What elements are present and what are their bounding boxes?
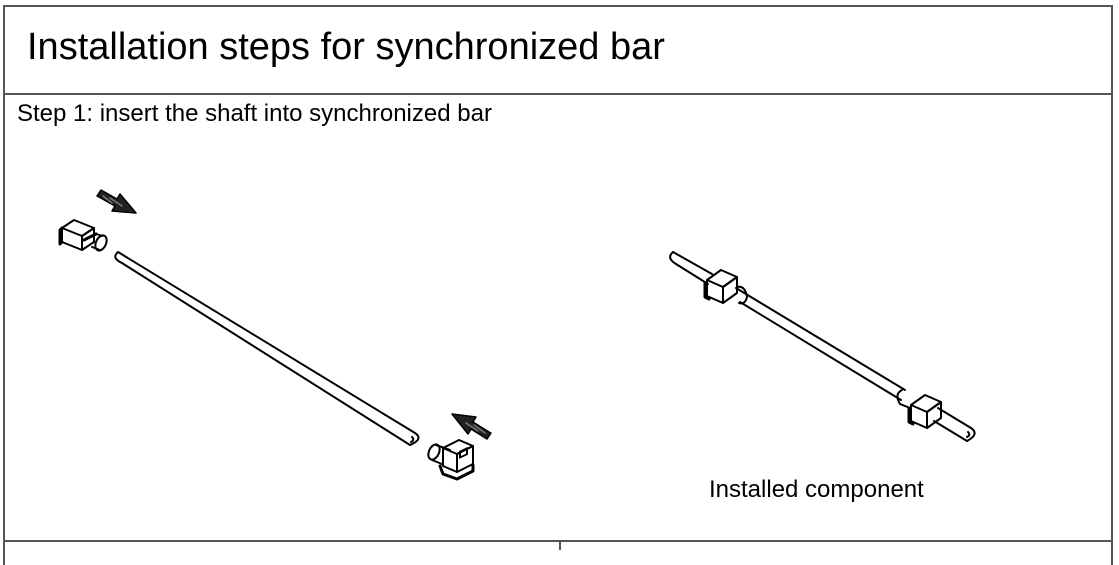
step-1-illustration (58, 189, 976, 481)
title-header: Installation steps for synchronized bar (5, 7, 1111, 95)
installed-shaft (669, 251, 976, 442)
installed-bushing-top (703, 269, 748, 305)
bushing-right (427, 439, 475, 481)
step-1-label: Step 1: insert the shaft into synchroniz… (17, 100, 492, 127)
bottom-column-divider (559, 540, 561, 550)
document-frame: Installation steps for synchronized bar (3, 5, 1113, 565)
installed-view (669, 251, 976, 442)
page-title: Installation steps for synchronized bar (27, 26, 665, 68)
insert-arrow-left (96, 189, 137, 214)
bottom-row-divider (3, 540, 1113, 542)
insert-arrow-right (451, 413, 492, 440)
bushing-left (58, 219, 108, 252)
installed-component-caption: Installed component (709, 476, 924, 503)
exploded-view (58, 189, 492, 481)
installed-bushing-bottom (896, 389, 942, 429)
shaft (114, 251, 420, 446)
